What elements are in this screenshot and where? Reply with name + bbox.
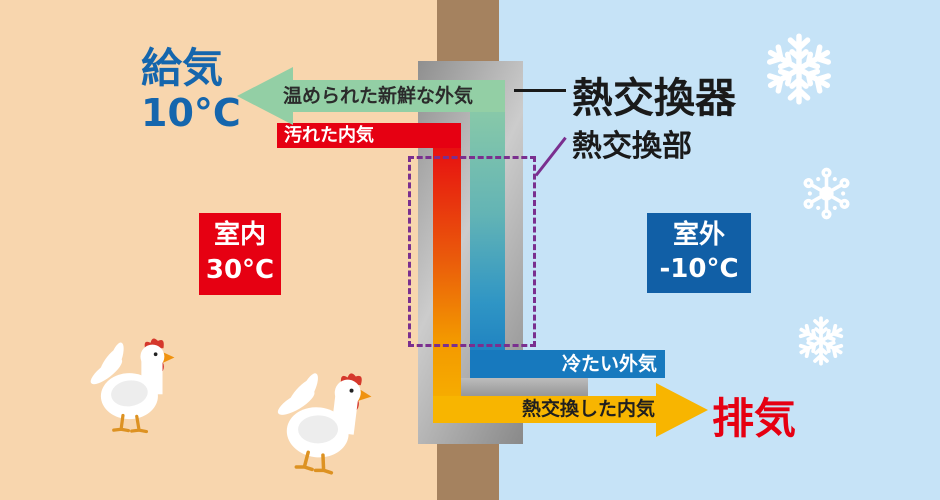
outdoor-badge-title: 室外 bbox=[672, 220, 725, 250]
exhaust-air-duct bbox=[433, 123, 461, 423]
indoor-temperature-badge: 室内 30°C bbox=[199, 213, 281, 295]
chicken-icon bbox=[267, 362, 376, 479]
heat-exchange-section-label: 熱交換部 bbox=[572, 129, 692, 164]
snowflake-icon bbox=[760, 30, 838, 108]
exchanged-air-bar: 熱交換した内気 bbox=[433, 396, 658, 423]
warmed-fresh-air-label: 温められた新鮮な外気 bbox=[283, 85, 474, 107]
duct-casing bbox=[461, 378, 588, 396]
outdoor-badge-temp: -10°C bbox=[659, 254, 739, 284]
heat-exchanger-pointer-line bbox=[514, 89, 566, 92]
exchanged-air-label: 熱交換した内気 bbox=[521, 398, 655, 420]
indoor-badge-title: 室内 bbox=[213, 220, 266, 250]
supply-arrow-head bbox=[237, 67, 293, 125]
outdoor-temperature-badge: 室外 -10°C bbox=[647, 213, 751, 293]
supply-air-duct bbox=[470, 80, 505, 378]
cold-outdoor-air-bar: 冷たい外気 bbox=[470, 350, 665, 378]
snowflake-icon bbox=[798, 165, 855, 222]
exhaust-arrow-head bbox=[656, 383, 708, 437]
cold-air-label: 冷たい外気 bbox=[561, 353, 657, 375]
exhaust-title: 排気 bbox=[712, 394, 797, 443]
chicken-icon bbox=[88, 336, 177, 434]
indoor-badge-temp: 30°C bbox=[205, 255, 275, 285]
dirty-air-label: 汚れた内気 bbox=[284, 125, 374, 146]
warmed-fresh-air-bar bbox=[292, 80, 505, 112]
supply-air-word: 給気 bbox=[141, 44, 223, 92]
heat-exchange-section-outline bbox=[408, 156, 536, 347]
supply-air-temp: 10°C bbox=[141, 90, 241, 135]
dirty-indoor-air-bar bbox=[277, 123, 461, 148]
supply-air-title: 給気 10°C bbox=[141, 44, 241, 135]
snowflake-icon bbox=[794, 314, 848, 368]
heat-exchanger-title: 熱交換器 bbox=[572, 74, 736, 122]
